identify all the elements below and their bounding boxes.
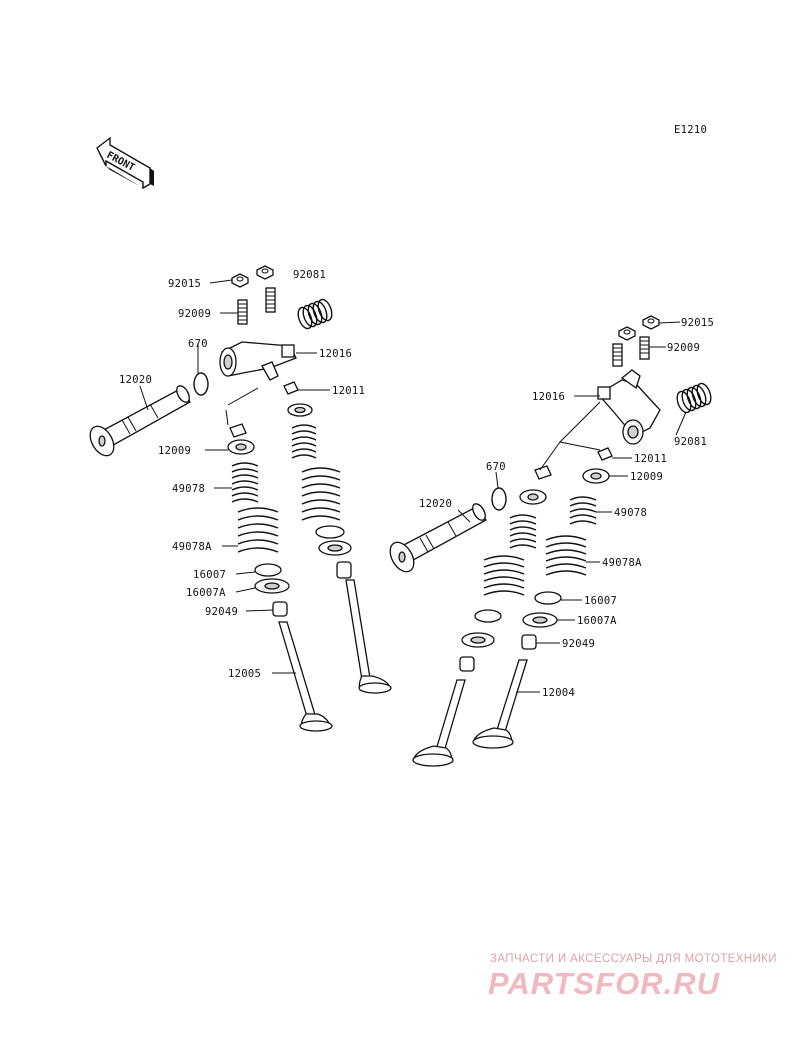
- rocker-arm-icon: [596, 369, 661, 445]
- valve-icon: [278, 621, 333, 732]
- part-label: 49078A: [172, 541, 212, 553]
- part-label: 92081: [293, 269, 326, 281]
- valve-icon: [345, 579, 392, 694]
- retainer-icon: [227, 439, 255, 455]
- left-valve-assembly: 92015 92081 92009 670 12016 12020 12011 …: [89, 265, 392, 732]
- stud-icon: [612, 336, 650, 367]
- part-label: 12004: [542, 687, 575, 699]
- spring-seat-icon: [254, 563, 282, 577]
- part-label: 670: [486, 461, 506, 473]
- part-label: 92015: [681, 317, 714, 329]
- rocker-arm-icon: [219, 341, 297, 381]
- watermark-tagline: ЗАПЧАСТИ И АКСЕССУАРЫ ДЛЯ МОТОТЕХНИКИ: [490, 953, 777, 965]
- valve-spring-stack-icon: [287, 403, 352, 579]
- torsion-spring-icon: [297, 298, 333, 330]
- part-label: 12005: [228, 668, 261, 680]
- part-label: 92081: [674, 436, 707, 448]
- part-label: 12020: [119, 374, 152, 386]
- part-label: 49078: [172, 483, 205, 495]
- part-label: 92049: [562, 638, 595, 650]
- rocker-shaft-icon: [89, 385, 191, 457]
- rocker-shaft-icon: [389, 503, 487, 573]
- part-label: 92015: [168, 278, 201, 290]
- part-label: 12009: [158, 445, 191, 457]
- part-label: 12011: [332, 385, 365, 397]
- part-label: 12016: [532, 391, 565, 403]
- inner-spring-icon: [569, 496, 597, 525]
- retainer-icon: [582, 468, 610, 484]
- inner-spring-icon: [231, 462, 259, 503]
- diagram-code: E1210: [674, 124, 707, 136]
- part-label: 49078A: [602, 557, 642, 569]
- nut-icon: [231, 265, 274, 288]
- spring-seat-icon: [534, 591, 562, 605]
- valve-stem-seal-icon: [272, 601, 288, 617]
- part-label: 49078: [614, 507, 647, 519]
- part-label: 670: [188, 338, 208, 350]
- adjuster-icon: [597, 447, 613, 461]
- part-label: 12011: [634, 453, 667, 465]
- part-label: 16007A: [186, 587, 226, 599]
- nut-icon: [618, 315, 660, 341]
- outer-spring-icon: [545, 535, 587, 576]
- right-valve-assembly: 92015 92009 12016 92081 12011 670 12009 …: [389, 315, 714, 767]
- part-label: 92009: [667, 342, 700, 354]
- torsion-spring-icon: [676, 382, 712, 414]
- part-label: 16007: [584, 595, 617, 607]
- front-arrow-icon: FRONT: [96, 136, 154, 190]
- part-label: 12009: [630, 471, 663, 483]
- part-label: 92049: [205, 606, 238, 618]
- valve-stem-seal-icon: [521, 634, 537, 650]
- part-label: 16007A: [577, 615, 617, 627]
- part-label: 12016: [319, 348, 352, 360]
- o-ring-icon: [491, 487, 507, 511]
- o-ring-icon: [193, 372, 209, 396]
- valve-spring-stack-icon: [459, 489, 547, 672]
- part-label: 16007: [193, 569, 226, 581]
- part-label: 92009: [178, 308, 211, 320]
- valve-icon: [412, 679, 466, 767]
- outer-spring-icon: [237, 507, 279, 553]
- part-label: 12020: [419, 498, 452, 510]
- adjuster-icon: [283, 381, 299, 395]
- watermark-logo: PARTSFOR.RU: [488, 966, 721, 1001]
- stud-icon: [237, 287, 276, 325]
- valve-icon: [472, 659, 528, 749]
